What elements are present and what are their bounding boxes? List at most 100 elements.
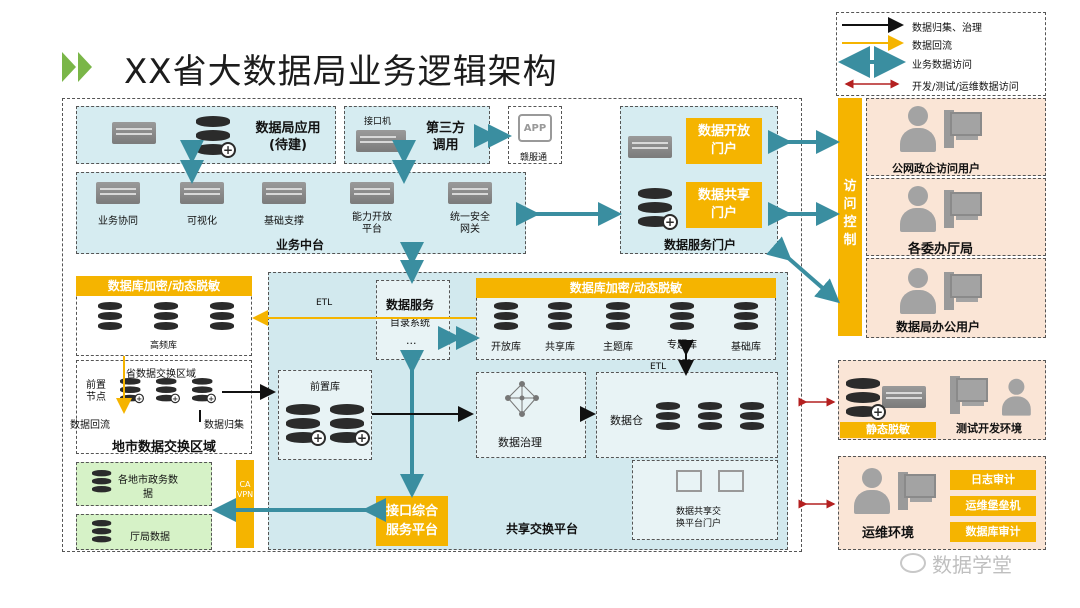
prov-exchange-label: 省数据交换区域 (126, 369, 196, 380)
monitor-icon-1 (676, 470, 702, 492)
user-label-office: 数据局办公用户 (896, 320, 981, 334)
static-mask-bar: 静态脱敏 (840, 422, 936, 438)
front-db-box (278, 370, 372, 460)
user-icon-3 (898, 268, 942, 316)
ops-user-icon (852, 468, 896, 516)
db-label-theme: 主题库 (603, 342, 633, 353)
app-label-gft: 赣服通 (520, 153, 548, 163)
test-db-icon: + (846, 378, 886, 420)
page-title: XX省大数据局业务逻辑架构 (124, 52, 558, 92)
network-icon (502, 380, 542, 420)
db-icon-share (548, 302, 572, 330)
server-icon-2 (180, 182, 224, 204)
test-env-label: 测试开发环境 (956, 422, 1022, 435)
data-return-label: 数据回流 (70, 420, 110, 431)
db-label-open: 开放库 (491, 342, 521, 353)
db-label-share: 共享库 (545, 342, 575, 353)
chat-icon (900, 553, 926, 573)
legend-label-dev: 开发/测试/运维数据访问 (912, 82, 1019, 93)
monitor-icon-2 (718, 470, 744, 492)
user-label-public: 公网政企访问用户 (892, 162, 980, 175)
vpn-label: CA VPN (236, 480, 254, 499)
db-icon-hf-1 (98, 302, 122, 330)
mp-item-open: 能力开放 平台 (352, 212, 392, 235)
mp-item-gateway: 统一安全 网关 (450, 212, 490, 235)
mp-item-base: 基础支撑 (264, 216, 304, 227)
etl-label-right: ETL (650, 362, 667, 372)
ops-item-bastion: 运维堡垒机 (950, 496, 1036, 516)
legend-label-collect: 数据归集、治理 (912, 23, 982, 34)
share-platform-title: 共享交换平台 (506, 522, 579, 536)
db-icon-topic (670, 302, 694, 330)
ops-computer-icon (898, 472, 936, 512)
portal-open: 数据开放 门户 (686, 118, 762, 164)
legend-label-return: 数据回流 (912, 41, 952, 52)
front-node-db-2: + (156, 378, 180, 404)
title-chevron-icon (62, 52, 102, 82)
user-label-dept: 各委办厅局 (908, 242, 974, 257)
database-plus-icon: + (196, 116, 236, 158)
portal-title: 数据服务门户 (664, 238, 737, 252)
mp-item-collab: 业务协同 (98, 216, 138, 227)
test-computer-icon (950, 376, 988, 416)
interface-service-box: 接口综合 服务平台 (376, 496, 448, 546)
computer-icon-1 (944, 110, 982, 150)
third-party-label: 第三方 调用 (426, 121, 466, 153)
warehouse-db-3 (740, 402, 764, 430)
exchange-portal-box (632, 460, 778, 540)
dept-data-label: 厅局数据 (130, 532, 170, 543)
front-db-label: 前置库 (310, 382, 340, 393)
prov-exchange-area (76, 360, 252, 454)
ops-item-dbaudit: 数据库审计 (950, 522, 1036, 542)
governance-box (476, 372, 586, 458)
watermark: 数据学堂 (900, 548, 1012, 578)
app-label: 数据局应用 (待建) (255, 121, 321, 153)
db-icon-base (734, 302, 758, 330)
db-icon-theme (606, 302, 630, 330)
front-db-icon-1: + (286, 404, 326, 446)
db-icon-hf-2 (154, 302, 178, 330)
ops-item-log: 日志审计 (950, 470, 1036, 490)
server-icon (112, 122, 156, 144)
catalog-title: 数据服务 (386, 298, 435, 312)
server-icon-5 (448, 182, 492, 204)
db-icon-open (494, 302, 518, 330)
legend (836, 12, 1046, 96)
catalog-sub: 目录系统 (390, 318, 430, 329)
test-server-icon (882, 386, 926, 408)
computer-icon-2 (944, 190, 982, 230)
warehouse-db-1 (656, 402, 680, 430)
warehouse-label: 数据仓 (610, 414, 643, 427)
city-db-icon (92, 470, 112, 493)
portal-share: 数据共享 门户 (686, 182, 762, 228)
warehouse-db-2 (698, 402, 722, 430)
user-icon-1 (898, 106, 942, 154)
front-db-icon-2: + (330, 404, 370, 446)
user-icon-2 (898, 186, 942, 234)
app-icon: APP (518, 114, 552, 142)
watermark-text: 数据学堂 (932, 552, 1012, 577)
access-control (838, 98, 862, 336)
portal-db-icon: + (638, 188, 678, 230)
mp-item-visual: 可视化 (187, 216, 217, 227)
etl-label-left: ETL (316, 298, 333, 308)
catalog-dots: ... (406, 334, 417, 347)
city-exchange-label: 地市数据交换区域 (112, 440, 217, 455)
catalog-box (376, 280, 450, 360)
front-node-label: 前置 节点 (86, 380, 106, 403)
middle-platform-title: 业务中台 (276, 238, 325, 252)
exchange-portal-label: 数据共享交 换平台门户 (676, 507, 722, 529)
test-user-icon (1000, 378, 1035, 417)
high-freq-label: 高频库 (150, 341, 178, 351)
server-icon-1 (96, 182, 140, 204)
governance-label: 数据治理 (498, 436, 542, 449)
ops-env-label: 运维环境 (862, 526, 915, 541)
portal-server-icon (628, 136, 672, 158)
access-control-label: 访 问 控 制 (843, 179, 857, 248)
server-icon-3 (262, 182, 306, 204)
computer-icon-3 (944, 272, 982, 312)
left-encrypt-bar: 数据库加密/动态脱敏 (76, 276, 252, 296)
data-collect-label: 数据归集 (204, 420, 244, 431)
